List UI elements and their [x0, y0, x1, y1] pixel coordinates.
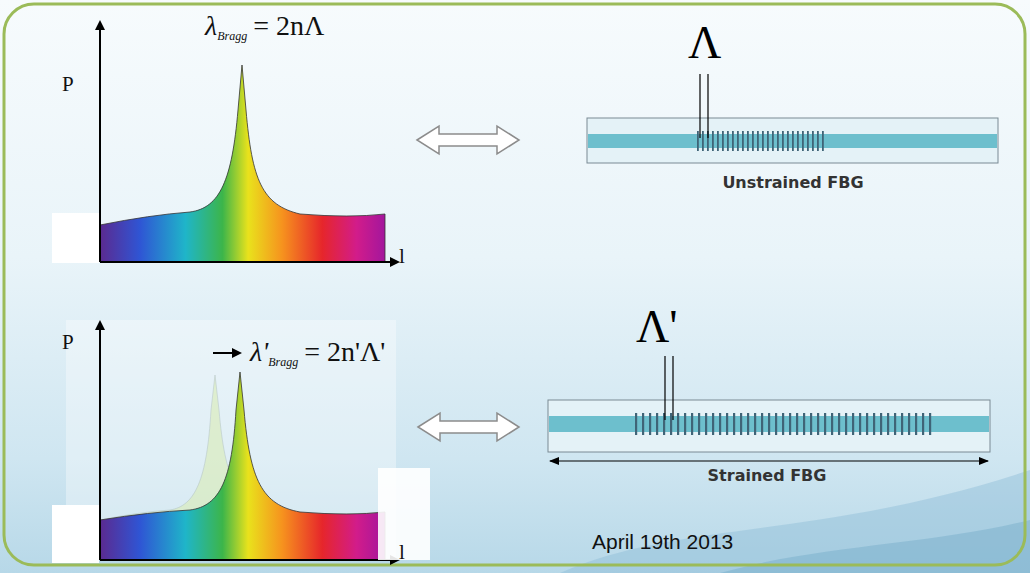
y-axis: [99, 22, 101, 262]
grating: [697, 131, 825, 151]
spectrum-plot: Pl λBragg = 2nΛ: [50, 10, 414, 268]
white-patch: [52, 505, 99, 563]
formula-symbol: λ: [205, 10, 217, 41]
fiber-cladding: [548, 400, 990, 452]
period-symbol: Λ': [636, 304, 678, 350]
white-patch: [52, 213, 99, 263]
fiber-grating: Λ'Strained FBG: [522, 300, 997, 480]
axis-label: l: [399, 246, 405, 267]
bragg-formula: λBragg = 2nΛ: [205, 12, 324, 42]
axis-label: P: [62, 332, 74, 353]
period-symbol: Λ: [688, 20, 721, 66]
shift-arrow: [213, 352, 240, 354]
double-arrow: [417, 126, 519, 154]
fiber-caption: Strained FBG: [667, 468, 867, 484]
formula-subscript: Bragg: [217, 29, 247, 43]
date-label: April 19th 2013: [592, 530, 733, 554]
formula-text: = 2n'Λ': [304, 336, 385, 367]
formula-symbol: λ': [250, 336, 268, 367]
length-arrow: [550, 460, 988, 461]
background-wave: [560, 470, 1030, 573]
spectrum-plot: Pl λ'Bragg = 2n'Λ': [50, 318, 415, 568]
axis-label: P: [62, 74, 74, 95]
plot-backdrop: [66, 320, 396, 560]
period-marker: [664, 356, 665, 420]
shifted-peak: [100, 372, 385, 560]
slide-border: [4, 4, 1025, 565]
bragg-formula: λ'Bragg = 2n'Λ': [250, 338, 385, 368]
x-axis: [100, 559, 398, 561]
fiber-caption: Unstrained FBG: [693, 175, 893, 191]
axis-label: l: [399, 542, 405, 563]
period-marker: [707, 74, 708, 138]
grating: [635, 413, 935, 435]
spectrum-peak: [100, 65, 385, 262]
period-marker: [699, 74, 700, 138]
period-marker: [672, 356, 673, 420]
x-axis: [100, 261, 398, 263]
fiber-grating: Λ Unstrained FBG: [522, 20, 1002, 200]
formula-subscript: Bragg: [268, 355, 298, 369]
double-arrow: [418, 413, 519, 441]
y-axis: [99, 322, 101, 560]
formula-text: = 2nΛ: [253, 10, 324, 41]
fiber-cladding: [587, 118, 998, 163]
